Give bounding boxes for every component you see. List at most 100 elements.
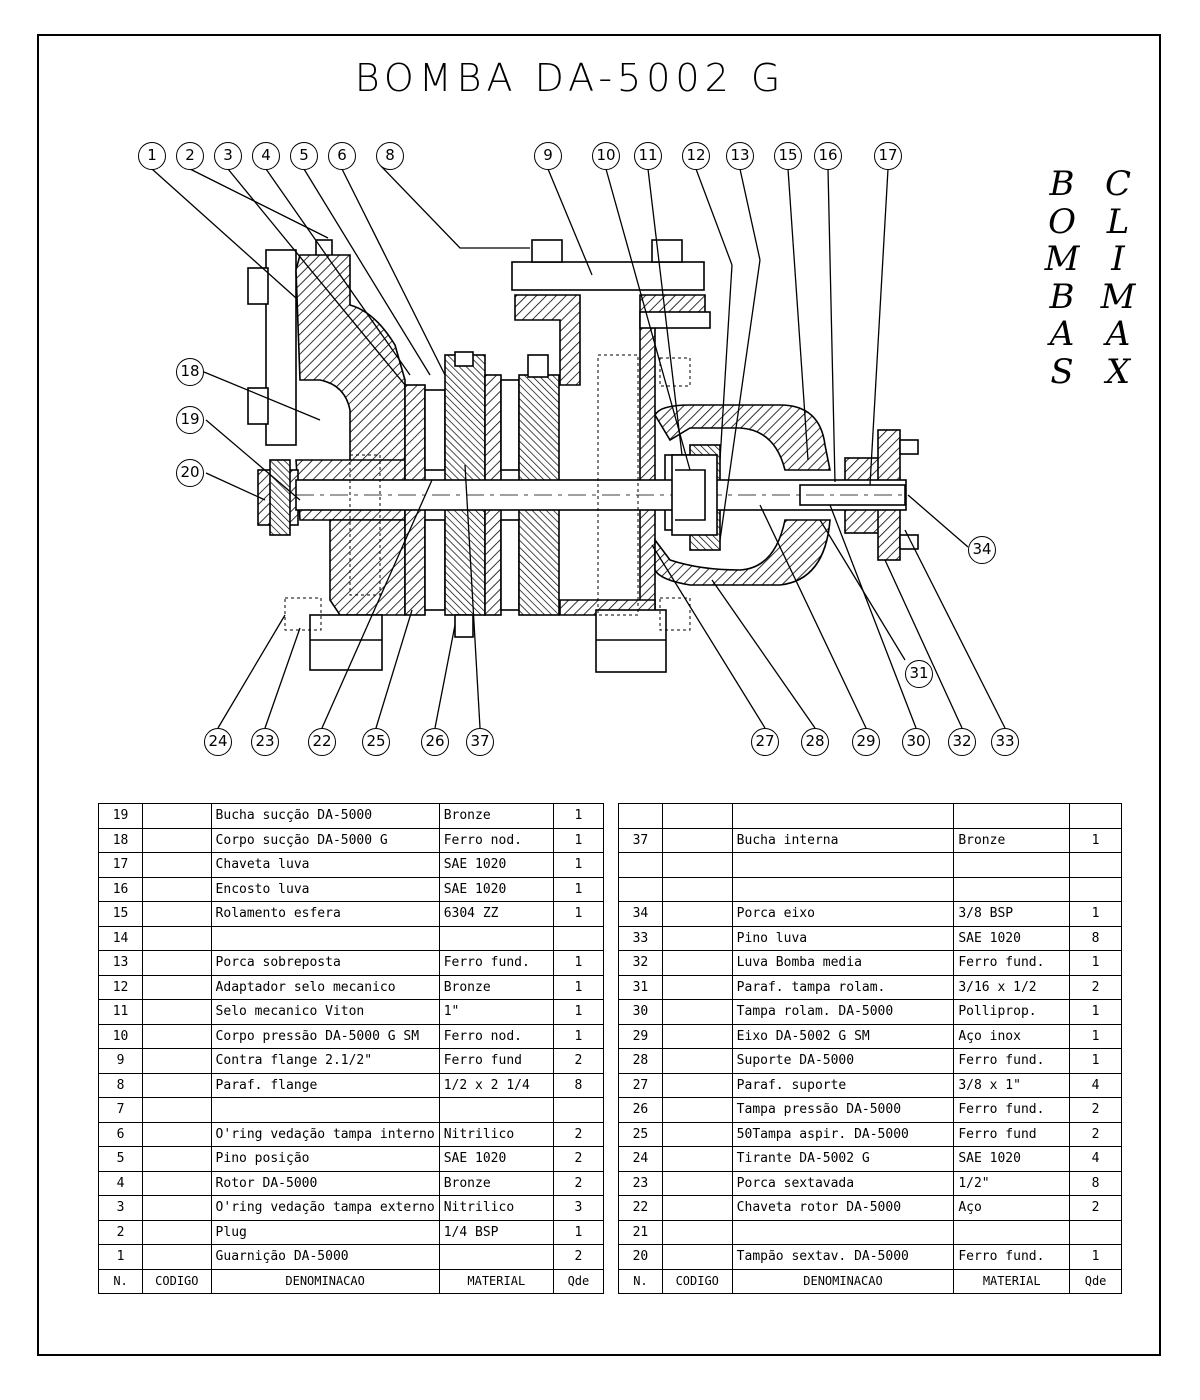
cell-name: Chaveta rotor DA-5000 bbox=[731, 1195, 955, 1221]
cell-material: Ferro nod. bbox=[438, 827, 554, 853]
cell-code bbox=[661, 1023, 733, 1049]
cell-qty bbox=[1069, 852, 1122, 878]
part-balloon-23: 23 bbox=[251, 728, 279, 756]
cell-name bbox=[731, 1219, 955, 1245]
cell-qty: 1 bbox=[552, 901, 605, 927]
cell-qty: 2 bbox=[552, 1170, 605, 1196]
part-balloon-4: 4 bbox=[252, 142, 280, 170]
cell-name bbox=[731, 803, 955, 829]
cell-n: 29 bbox=[618, 1023, 663, 1049]
column-header: MATERIAL bbox=[438, 1268, 554, 1294]
cell-name bbox=[210, 925, 440, 951]
cell-material: Bronze bbox=[438, 803, 554, 829]
cell-code bbox=[661, 876, 733, 902]
cell-code bbox=[142, 950, 212, 976]
cell-n: 23 bbox=[618, 1170, 663, 1196]
cell-code bbox=[661, 827, 733, 853]
cell-material: Ferro fund bbox=[953, 1121, 1071, 1147]
cell-n: 26 bbox=[618, 1097, 663, 1123]
cell-code bbox=[142, 1097, 212, 1123]
cell-name: Contra flange 2.1/2" bbox=[210, 1048, 440, 1074]
cell-material: 1/2" bbox=[953, 1170, 1071, 1196]
cell-name: Selo mecanico Viton bbox=[210, 999, 440, 1025]
cell-material: Ferro fund bbox=[438, 1048, 554, 1074]
cell-name: O'ring vedação tampa interno bbox=[210, 1121, 440, 1147]
column-header: Qde bbox=[552, 1268, 605, 1294]
column-header: Qde bbox=[1069, 1268, 1122, 1294]
cell-name: Luva Bomba media bbox=[731, 950, 955, 976]
cell-qty: 2 bbox=[552, 1244, 605, 1270]
cell-name: O'ring vedação tampa externo bbox=[210, 1195, 440, 1221]
cell-qty: 1 bbox=[552, 950, 605, 976]
part-balloon-28: 28 bbox=[801, 728, 829, 756]
cell-n: 16 bbox=[97, 876, 144, 902]
cell-name: Porca sobreposta bbox=[210, 950, 440, 976]
column-header: CODIGO bbox=[142, 1268, 212, 1294]
cell-name: Corpo sucção DA-5000 G bbox=[210, 827, 440, 853]
cell-qty: 1 bbox=[552, 1219, 605, 1245]
part-balloon-30: 30 bbox=[902, 728, 930, 756]
cell-qty: 1 bbox=[1069, 1048, 1122, 1074]
cell-name: 50Tampa aspir. DA-5000 bbox=[731, 1121, 955, 1147]
part-balloon-11: 11 bbox=[634, 142, 662, 170]
cell-material: Bronze bbox=[953, 827, 1071, 853]
cell-qty: 1 bbox=[1069, 1244, 1122, 1270]
part-balloon-18: 18 bbox=[176, 358, 204, 386]
cell-n: 5 bbox=[97, 1146, 144, 1172]
brand-letter: X bbox=[1105, 351, 1131, 392]
cell-n: 3 bbox=[97, 1195, 144, 1221]
cell-qty: 2 bbox=[1069, 1097, 1122, 1123]
cell-code bbox=[661, 1121, 733, 1147]
cell-material: Nitrilico bbox=[438, 1195, 554, 1221]
cell-name: Rolamento esfera bbox=[210, 901, 440, 927]
cell-n: 25 bbox=[618, 1121, 663, 1147]
cell-code bbox=[142, 803, 212, 829]
part-balloon-12: 12 bbox=[682, 142, 710, 170]
cell-qty bbox=[1069, 1219, 1122, 1245]
brand-letter: S bbox=[1050, 351, 1074, 392]
cell-name: Eixo DA-5002 G SM bbox=[731, 1023, 955, 1049]
brand-letter: B bbox=[1049, 164, 1075, 204]
part-balloon-19: 19 bbox=[176, 406, 204, 434]
part-balloon-3: 3 bbox=[214, 142, 242, 170]
part-balloon-20: 20 bbox=[176, 459, 204, 487]
cell-name: Rotor DA-5000 bbox=[210, 1170, 440, 1196]
part-balloon-33: 33 bbox=[991, 728, 1019, 756]
cell-qty: 2 bbox=[552, 1048, 605, 1074]
brand-letter: M bbox=[1100, 276, 1136, 317]
column-header: N. bbox=[618, 1268, 663, 1294]
brand-letter: O bbox=[1048, 201, 1076, 242]
cell-material: SAE 1020 bbox=[438, 876, 554, 902]
cell-n: 22 bbox=[618, 1195, 663, 1221]
cell-material: Ferro fund. bbox=[953, 1244, 1071, 1270]
cell-name: Pino posição bbox=[210, 1146, 440, 1172]
cell-n: 14 bbox=[97, 925, 144, 951]
part-balloon-25: 25 bbox=[362, 728, 390, 756]
cell-name: Tampa rolam. DA-5000 bbox=[731, 999, 955, 1025]
table-row bbox=[618, 876, 1122, 902]
cell-material bbox=[438, 1097, 554, 1123]
part-balloon-31: 31 bbox=[905, 660, 933, 688]
cell-n: 31 bbox=[618, 974, 663, 1000]
cell-code bbox=[661, 950, 733, 976]
cell-n: 10 bbox=[97, 1023, 144, 1049]
cell-qty: 1 bbox=[552, 999, 605, 1025]
cell-material: 3/8 x 1" bbox=[953, 1072, 1071, 1098]
brand-letter: I bbox=[1111, 239, 1125, 279]
cell-name: Guarnição DA-5000 bbox=[210, 1244, 440, 1270]
cell-material: Bronze bbox=[438, 1170, 554, 1196]
cell-code bbox=[142, 1195, 212, 1221]
